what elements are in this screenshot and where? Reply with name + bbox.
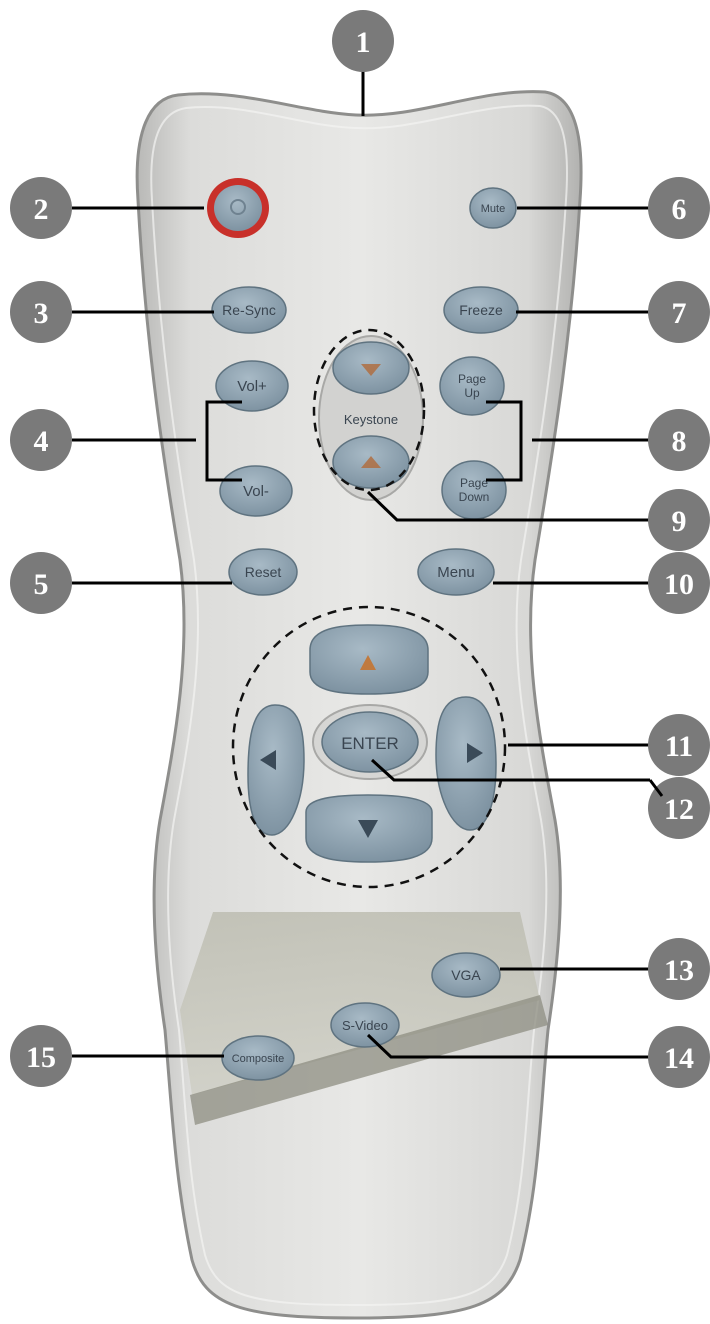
- svg-text:6: 6: [672, 193, 687, 226]
- menu-button[interactable]: Menu: [418, 549, 494, 595]
- callout-15: 15: [10, 1025, 72, 1087]
- volume-down-button[interactable]: Vol-: [220, 466, 292, 516]
- resync-button[interactable]: Re-Sync: [212, 287, 286, 333]
- svg-text:9: 9: [672, 505, 687, 538]
- freeze-button[interactable]: Freeze: [444, 287, 518, 333]
- keystone-label: Keystone: [344, 412, 398, 427]
- svideo-button[interactable]: S-Video: [331, 1003, 399, 1047]
- callout-13: 13: [648, 938, 710, 1000]
- svg-text:12: 12: [664, 793, 694, 826]
- callout-14: 14: [648, 1026, 710, 1088]
- power-button[interactable]: [207, 178, 269, 238]
- callout-4: 4: [10, 409, 72, 471]
- volume-up-label: Vol+: [237, 378, 267, 395]
- svg-text:8: 8: [672, 425, 687, 458]
- reset-button[interactable]: Reset: [229, 549, 297, 595]
- mute-label: Mute: [481, 203, 505, 215]
- enter-button[interactable]: ENTER: [322, 712, 418, 772]
- vga-label: VGA: [451, 967, 481, 983]
- callout-8: 8: [648, 409, 710, 471]
- page-up-label-line1: Page: [458, 372, 486, 386]
- callout-2: 2: [10, 177, 72, 239]
- svg-text:7: 7: [672, 297, 687, 330]
- svg-text:11: 11: [665, 730, 693, 763]
- vga-button[interactable]: VGA: [432, 953, 500, 997]
- reset-label: Reset: [245, 564, 282, 580]
- callout-9: 9: [648, 489, 710, 551]
- svideo-label: S-Video: [342, 1018, 388, 1033]
- callout-10: 10: [648, 552, 710, 614]
- composite-button[interactable]: Composite: [222, 1036, 294, 1080]
- callout-3: 3: [10, 281, 72, 343]
- callout-7: 7: [648, 281, 710, 343]
- page-down-label-line1: Page: [460, 476, 488, 490]
- mute-button[interactable]: Mute: [470, 188, 516, 228]
- svg-text:3: 3: [34, 297, 49, 330]
- svg-text:4: 4: [34, 425, 49, 458]
- volume-down-label: Vol-: [243, 483, 269, 500]
- menu-label: Menu: [437, 564, 475, 581]
- page-down-button[interactable]: Page Down: [442, 461, 506, 519]
- callout-12: 12: [648, 777, 710, 839]
- svg-text:2: 2: [34, 193, 49, 226]
- page-down-label-line2: Down: [459, 490, 490, 504]
- svg-text:15: 15: [26, 1041, 56, 1074]
- composite-label: Composite: [232, 1053, 285, 1065]
- svg-text:1: 1: [356, 26, 371, 59]
- dpad-up-button[interactable]: [310, 625, 428, 694]
- enter-label: ENTER: [341, 734, 399, 753]
- keystone-up-button[interactable]: [333, 342, 409, 394]
- svg-text:10: 10: [664, 568, 694, 601]
- page-up-button[interactable]: Page Up: [440, 357, 504, 415]
- svg-text:14: 14: [664, 1042, 694, 1075]
- dpad-down-button[interactable]: [306, 795, 432, 862]
- resync-label: Re-Sync: [222, 302, 276, 318]
- callout-6: 6: [648, 177, 710, 239]
- callout-11: 11: [648, 714, 710, 776]
- freeze-label: Freeze: [459, 302, 503, 318]
- callout-5: 5: [10, 552, 72, 614]
- svg-text:5: 5: [34, 568, 49, 601]
- callout-1: 1: [332, 10, 394, 72]
- page-up-label-line2: Up: [464, 386, 480, 400]
- svg-text:13: 13: [664, 954, 694, 987]
